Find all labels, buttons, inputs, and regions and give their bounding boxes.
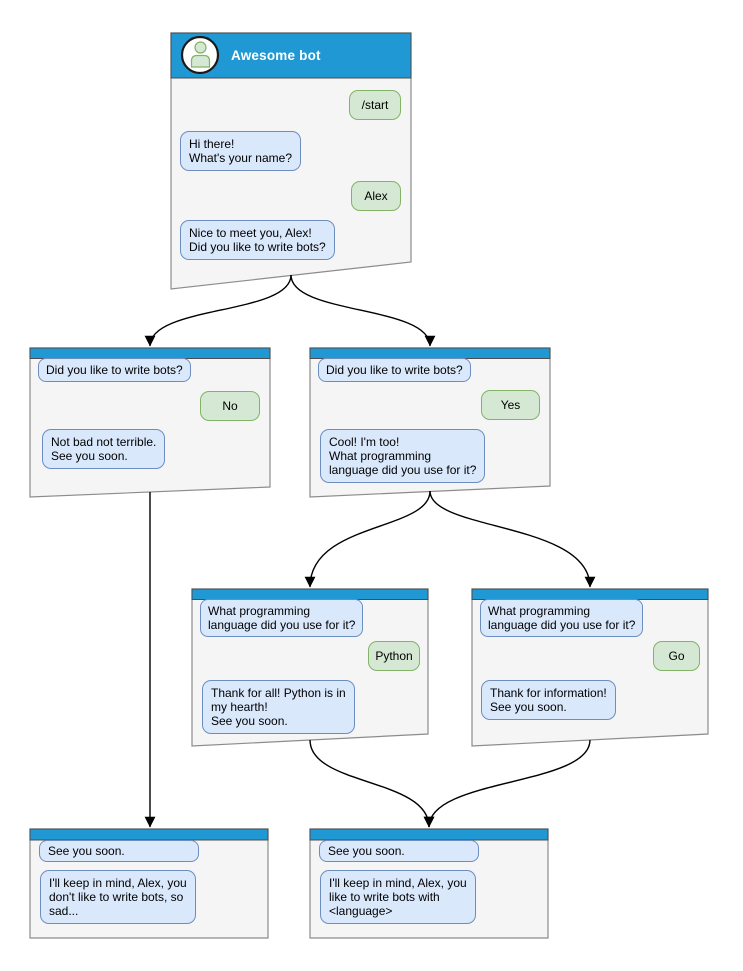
bot-message-greeting: Hi there! What's your name?: [180, 131, 302, 172]
user-message-python: Python: [368, 641, 420, 671]
bot-message-end-yes-soon: See you soon.: [319, 840, 479, 863]
arrow-python-to-end: [309, 739, 435, 828]
window-title-main: Awesome bot: [231, 48, 321, 63]
bot-message-go-question: What programming language did you use fo…: [480, 599, 644, 638]
bot-message-no-reply: Not bad not terrible. See you soon.: [42, 429, 166, 470]
bot-message-yes-question: Did you like to write bots?: [318, 358, 471, 383]
arrow-go-to-end: [423, 739, 591, 828]
window-header-end-yes: [309, 828, 549, 841]
arrow-main-to-no: [144, 274, 292, 347]
window-header-no: [29, 347, 271, 359]
bot-message-go-reply: Thank for information! See you soon.: [481, 680, 616, 721]
window-header-go: [471, 588, 709, 600]
user-message-go: Go: [653, 641, 700, 671]
window-header-python: [191, 588, 429, 600]
bot-message-yes-reply: Cool! I'm too! What programming language…: [320, 429, 486, 484]
avatar: [180, 35, 220, 75]
bot-message-question: Nice to meet you, Alex! Did you like to …: [180, 220, 335, 261]
arrow-main-to-yes: [290, 274, 436, 347]
user-message-no: No: [200, 391, 260, 421]
user-message-yes: Yes: [481, 390, 540, 420]
bot-message-end-no-soon: See you soon.: [39, 840, 199, 863]
bot-message-no-question: Did you like to write bots?: [38, 358, 191, 383]
bot-message-python-question: What programming language did you use fo…: [200, 599, 364, 638]
window-header-end-no: [29, 828, 269, 841]
bot-message-end-no-keep: I'll keep in mind, Alex, you don't like …: [40, 870, 196, 925]
bot-message-end-yes-keep: I'll keep in mind, Alex, you like to wri…: [320, 870, 476, 925]
bot-message-python-reply: Thank for all! Python is in my hearth! S…: [202, 680, 355, 735]
arrow-yes-to-python: [304, 490, 431, 588]
window-header-yes: [309, 347, 551, 359]
user-message-start: /start: [349, 90, 401, 120]
person-icon: [190, 41, 211, 68]
user-message-name: Alex: [351, 181, 401, 211]
arrow-yes-to-go: [429, 490, 596, 588]
